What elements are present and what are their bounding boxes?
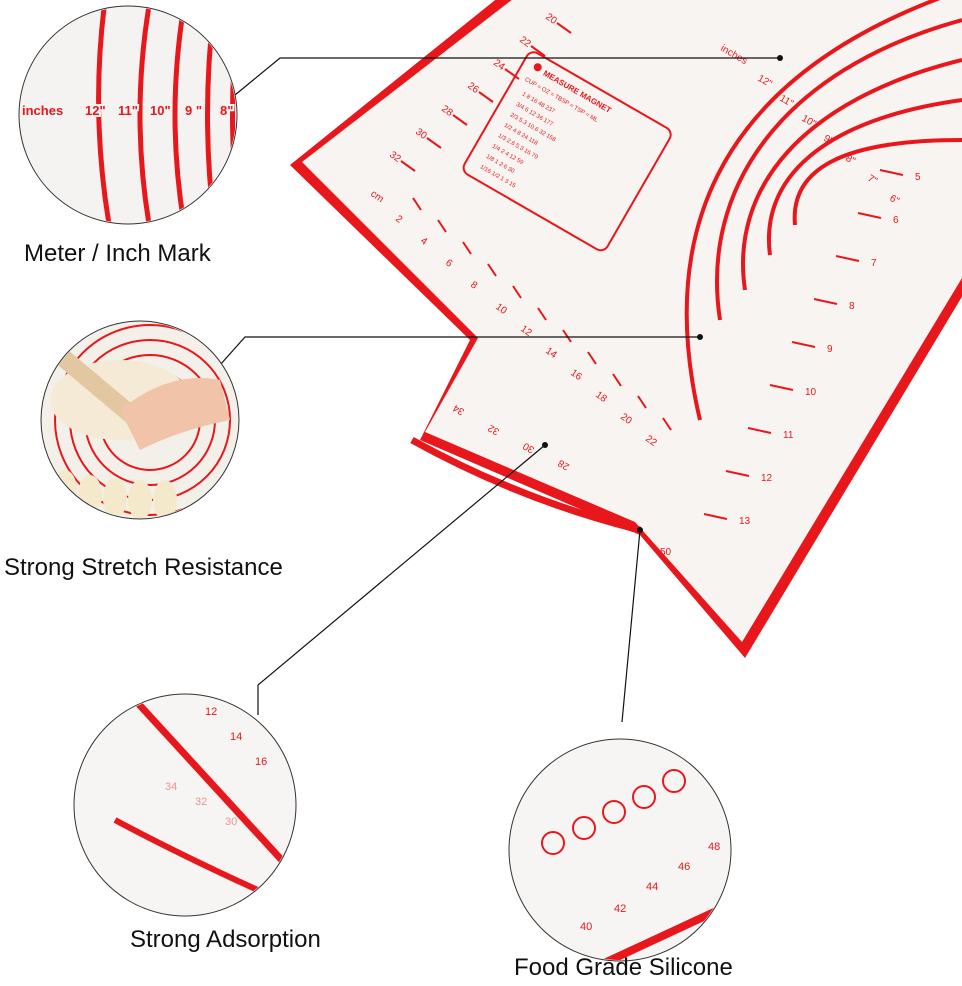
ruler-tick — [835, 255, 860, 262]
inch-label: 7 — [871, 258, 877, 269]
fold-label: 8 — [630, 524, 636, 535]
scale-label: 34 — [165, 781, 177, 793]
no-knife-icon — [662, 769, 686, 793]
ruler-tick — [703, 513, 728, 520]
inch-label: 10 — [805, 387, 817, 398]
cm-label: 4 — [418, 235, 429, 247]
scale-label: 42 — [614, 903, 626, 915]
caption-inch-mark: Meter / Inch Mark — [24, 240, 211, 267]
baking-mat: MEASURE MAGNET CUP = OZ = TBSP = TSP = M… — [290, 0, 962, 658]
ruler-tick — [437, 219, 447, 233]
ruler-tick — [879, 169, 904, 176]
inch-label: 9 " — [185, 103, 202, 118]
scale-label: 16 — [255, 756, 267, 768]
inch-label: 11 — [783, 430, 794, 441]
inch-label: 8 — [849, 301, 855, 312]
ruler-tick — [662, 417, 672, 431]
ruler-tick — [512, 285, 522, 299]
ruler-tick — [813, 298, 838, 305]
inch-label: 12" — [85, 103, 106, 118]
scale-label: 44 — [646, 881, 658, 893]
ruler-tick — [537, 307, 547, 321]
caption-adsorption: Strong Adsorption — [130, 926, 321, 953]
inch-label: 12 — [761, 473, 773, 484]
ruler-tick — [478, 91, 494, 103]
fold-label: 34 — [451, 402, 467, 417]
scale-label: 14 — [230, 731, 242, 743]
scale-label: 40 — [580, 921, 592, 933]
ruler-tick — [400, 160, 416, 172]
scale-label: 48 — [708, 841, 720, 853]
inch-label: 9 — [827, 344, 833, 355]
scale-label: 46 — [678, 861, 690, 873]
fold-label: 32 — [486, 422, 502, 437]
ruler-tick — [504, 68, 520, 80]
scale-label: 12 — [205, 706, 217, 718]
ruler-tick — [637, 395, 647, 409]
detail-inch-mark: inches 12" 11" 10" 9 " 8" — [18, 5, 238, 225]
inch-label: 11" — [118, 103, 138, 118]
ruler-tick — [612, 373, 622, 387]
scale-label: 32 — [195, 796, 207, 808]
ruler-tick — [857, 212, 882, 219]
ruler-tick — [452, 114, 468, 126]
ruler-tick — [562, 329, 572, 343]
cm-label: 8 — [468, 279, 479, 291]
fold-label: 50 — [660, 547, 672, 558]
detail-food-grade: 40 42 44 46 48 — [508, 738, 732, 962]
inch-label: 10" — [150, 103, 171, 118]
inch-label: 8" — [220, 103, 233, 118]
ruler-tick — [530, 45, 546, 57]
flame-icon — [632, 785, 656, 809]
ruler-tick — [426, 137, 442, 149]
fold-label: 30 — [521, 440, 537, 455]
ruler-tick — [462, 241, 472, 255]
cm-label: 2 — [393, 213, 404, 225]
detail-adsorption: 12 14 16 34 32 30 — [73, 693, 297, 917]
food-safe-icon — [541, 831, 565, 855]
circle-guides — [684, 0, 962, 421]
inch-label: 5 — [915, 172, 921, 183]
inch-label: 13 — [739, 516, 751, 527]
inch-label: 6 — [893, 215, 899, 226]
ruler-tick — [791, 341, 816, 348]
scale-label: 30 — [225, 816, 237, 828]
leader-lines — [219, 57, 780, 723]
glass-icon — [572, 816, 596, 840]
ruler-tick — [747, 427, 772, 434]
cm-label: 6 — [443, 257, 454, 269]
ruler-tick — [556, 22, 572, 34]
ruler-tick — [725, 470, 750, 477]
caption-stretch: Strong Stretch Resistance — [4, 554, 283, 581]
ruler-tick — [412, 197, 422, 211]
temperature-icon — [602, 800, 626, 824]
detail-stretch — [40, 320, 240, 520]
ruler-tick — [487, 263, 497, 277]
inch-label: inches — [22, 103, 63, 118]
caption-food-grade: Food Grade Silicone — [514, 954, 733, 981]
fold-label: 28 — [556, 457, 572, 472]
ruler-tick — [587, 351, 597, 365]
ruler-tick — [769, 384, 794, 391]
